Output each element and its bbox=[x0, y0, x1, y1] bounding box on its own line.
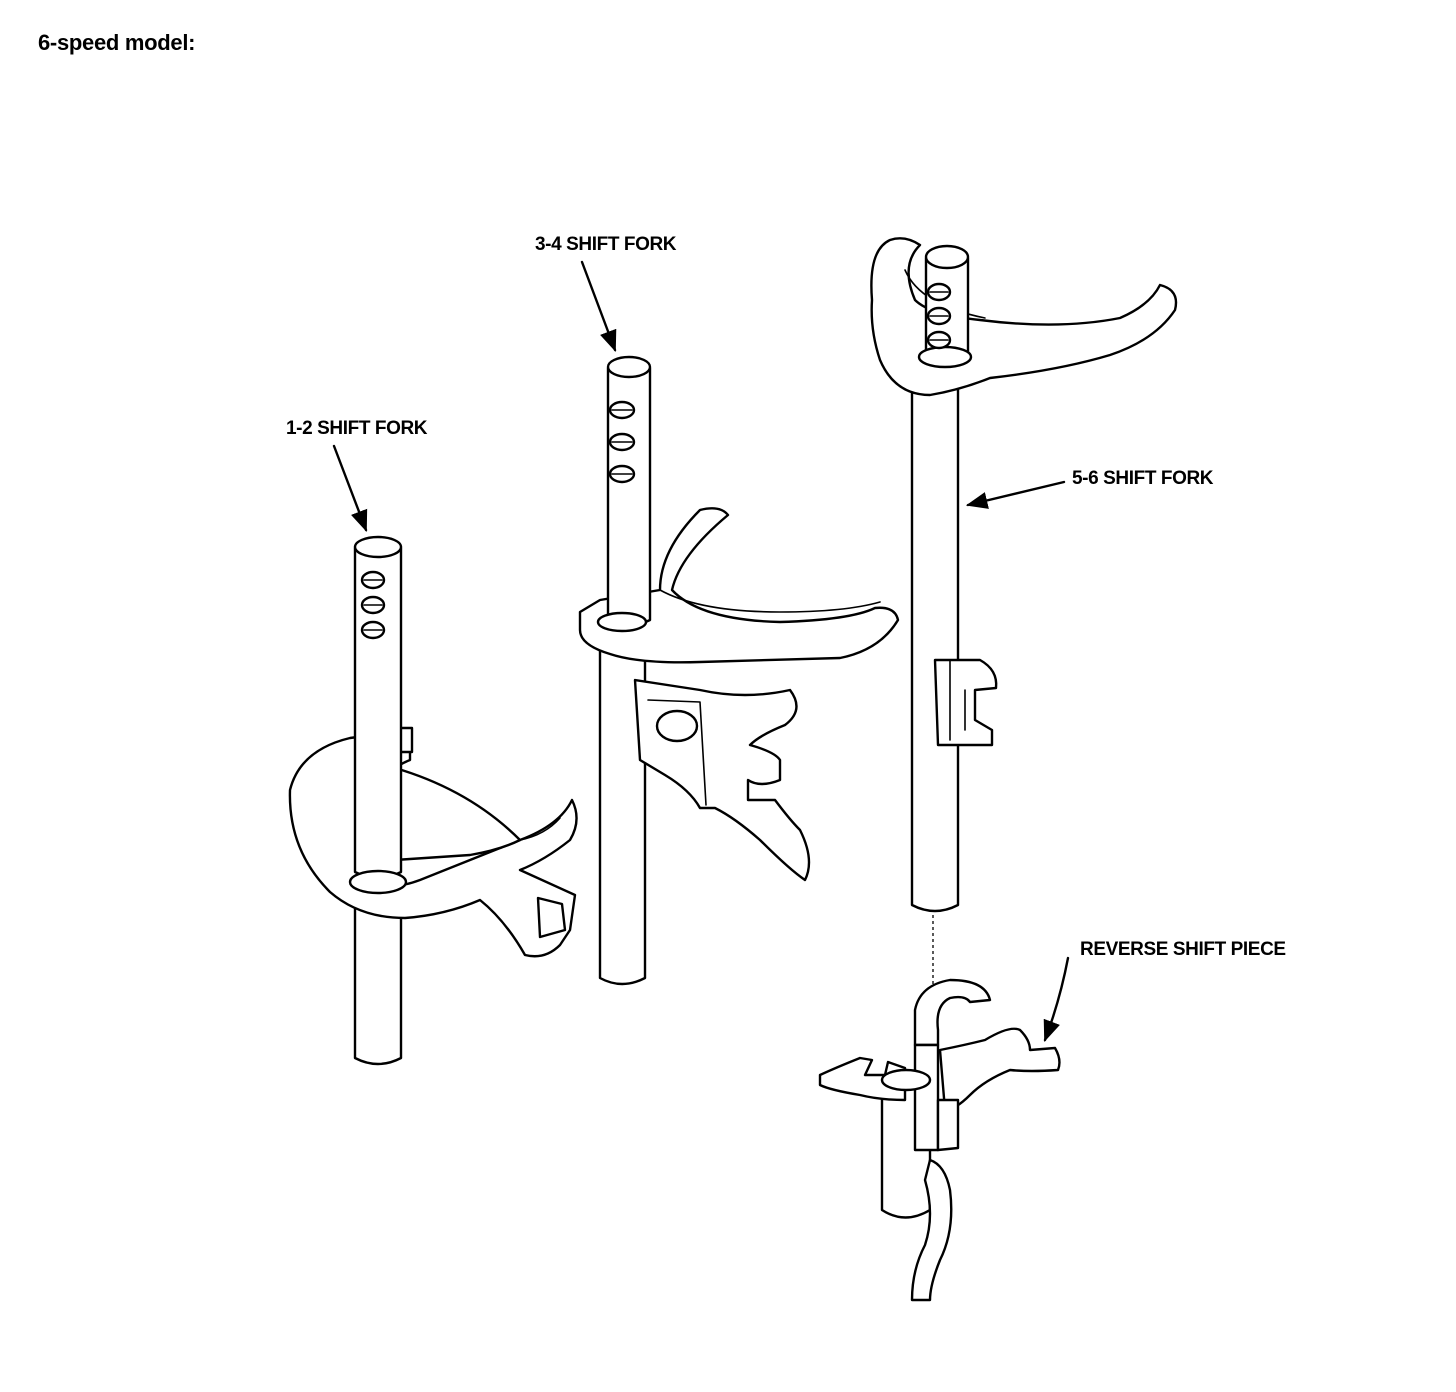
shift-fork-3-4 bbox=[578, 355, 900, 986]
leader-reverse bbox=[1043, 956, 1070, 1043]
label-3-4-shift-fork: 3-4 SHIFT FORK bbox=[535, 234, 677, 255]
leader-3-4 bbox=[580, 260, 617, 353]
reverse-shift-piece bbox=[818, 978, 1061, 1302]
label-1-2-shift-fork: 1-2 SHIFT FORK bbox=[286, 418, 428, 439]
leader-1-2 bbox=[332, 444, 368, 533]
shift-fork-5-6 bbox=[870, 237, 1178, 985]
leader-5-6 bbox=[965, 480, 1066, 509]
label-reverse-shift-piece: REVERSE SHIFT PIECE bbox=[1080, 939, 1286, 960]
page-heading: 6-speed model: bbox=[38, 30, 196, 55]
label-5-6-shift-fork: 5-6 SHIFT FORK bbox=[1072, 468, 1214, 489]
shift-fork-1-2 bbox=[288, 535, 578, 1066]
